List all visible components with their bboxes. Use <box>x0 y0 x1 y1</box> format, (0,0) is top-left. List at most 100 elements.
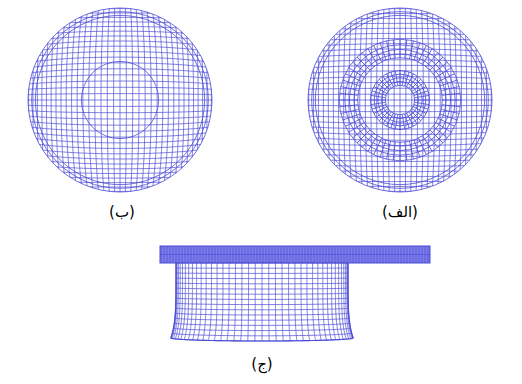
cup-mesh-line <box>173 328 350 331</box>
mesh-spoke <box>395 115 397 130</box>
cup-mesh-line <box>214 263 217 341</box>
mesh-spoke <box>418 138 426 155</box>
mesh-line <box>24 105 215 106</box>
mesh-spoke <box>386 141 390 159</box>
mesh-ring <box>385 85 414 114</box>
mesh-spoke <box>441 86 459 90</box>
mesh-spoke <box>343 80 360 86</box>
mesh-spoke <box>379 110 389 120</box>
mesh-spoke <box>409 76 418 88</box>
mesh-line <box>496 3 497 196</box>
cup-mesh-line <box>193 263 197 340</box>
mesh-line <box>146 4 151 196</box>
blank-mesh <box>23 3 216 196</box>
mesh-line <box>24 164 216 169</box>
mesh-ring <box>81 61 158 138</box>
mesh-spoke <box>433 126 447 137</box>
mesh-line <box>304 132 496 135</box>
cup-mesh-line <box>313 263 316 340</box>
mesh-spoke <box>383 76 392 88</box>
cup-mesh-line <box>175 313 348 315</box>
mesh-line <box>131 4 133 195</box>
mesh-spoke <box>430 130 443 143</box>
cup-mesh-line <box>176 293 348 294</box>
mesh-line <box>24 126 216 131</box>
mesh-spoke <box>400 39 401 57</box>
mesh-spoke <box>409 41 413 59</box>
mesh-ring <box>35 15 204 184</box>
cup-mesh-line <box>198 263 202 340</box>
mesh-ring <box>358 58 443 143</box>
figure-label: (ب) <box>109 203 135 221</box>
cup-mesh-line <box>176 288 348 289</box>
cup-mesh-line <box>176 298 348 299</box>
mesh-spoke <box>409 141 413 159</box>
cup-mesh-line <box>327 263 331 340</box>
cup-mesh-line <box>289 263 291 341</box>
mesh-spoke <box>380 43 386 60</box>
cup-mesh-line <box>178 263 183 339</box>
mesh-line <box>200 4 202 197</box>
mesh-rings <box>308 8 492 192</box>
cup-mesh-line <box>275 263 277 341</box>
mesh-spoke <box>379 79 389 89</box>
mesh-spoke <box>400 71 401 86</box>
mesh-line <box>23 195 216 197</box>
cup-mesh-line <box>241 263 242 341</box>
mesh-line <box>162 4 168 196</box>
mesh-ring <box>28 8 212 192</box>
cup-mesh-line <box>176 273 348 274</box>
mesh-ring <box>339 39 460 160</box>
cup-mesh-line <box>268 263 269 341</box>
mesh-spoke <box>414 140 420 157</box>
mesh-line <box>304 105 496 107</box>
mesh-line <box>195 4 198 197</box>
mesh-line <box>24 132 216 137</box>
mesh-line <box>24 142 216 148</box>
cup-mesh-line <box>176 268 348 269</box>
mesh-spoke <box>340 93 358 95</box>
cup-mesh-line <box>282 263 283 341</box>
plate-body <box>160 246 430 263</box>
mesh-line <box>136 4 139 196</box>
mesh-spoke <box>415 102 430 104</box>
cup-mesh-line <box>181 263 186 339</box>
mesh-spoke <box>438 74 455 82</box>
mesh-spoke <box>387 113 394 126</box>
mesh-spoke <box>383 112 392 124</box>
cup-mesh-line <box>174 323 349 325</box>
mesh-spoke <box>407 74 414 87</box>
mesh-spoke <box>412 109 424 118</box>
mesh-line <box>157 4 163 196</box>
mesh-spoke <box>340 105 358 107</box>
mesh-spoke <box>345 118 362 126</box>
mesh-line <box>24 180 217 182</box>
blank-mesh <box>303 3 496 196</box>
blank-holder-plate <box>160 246 430 263</box>
mesh-spoke <box>440 80 457 86</box>
mesh-line <box>304 180 497 181</box>
mesh-line <box>470 4 472 197</box>
mesh-spoke <box>442 100 460 101</box>
mesh-line <box>23 3 25 196</box>
cup-mesh-line <box>203 263 206 340</box>
mesh-line <box>184 4 189 196</box>
mesh-spoke <box>413 107 426 114</box>
mesh-ring <box>315 15 484 184</box>
mesh-line <box>303 3 496 4</box>
cup-mesh-line <box>176 303 348 305</box>
mesh-line <box>24 121 216 125</box>
cup-mesh-line <box>307 263 310 341</box>
mesh-spoke <box>357 57 370 70</box>
mesh-spoke <box>341 109 359 113</box>
cup-mesh-line <box>247 263 249 341</box>
mesh-spoke <box>341 86 359 90</box>
mesh-rings <box>28 8 212 192</box>
mesh-line <box>464 4 466 197</box>
mesh-line <box>485 3 487 196</box>
cup-mesh-line <box>234 263 236 341</box>
mesh-line <box>304 100 496 101</box>
mesh-line <box>304 175 497 177</box>
mesh-spoke <box>372 105 386 110</box>
drawn-cup <box>171 263 353 341</box>
